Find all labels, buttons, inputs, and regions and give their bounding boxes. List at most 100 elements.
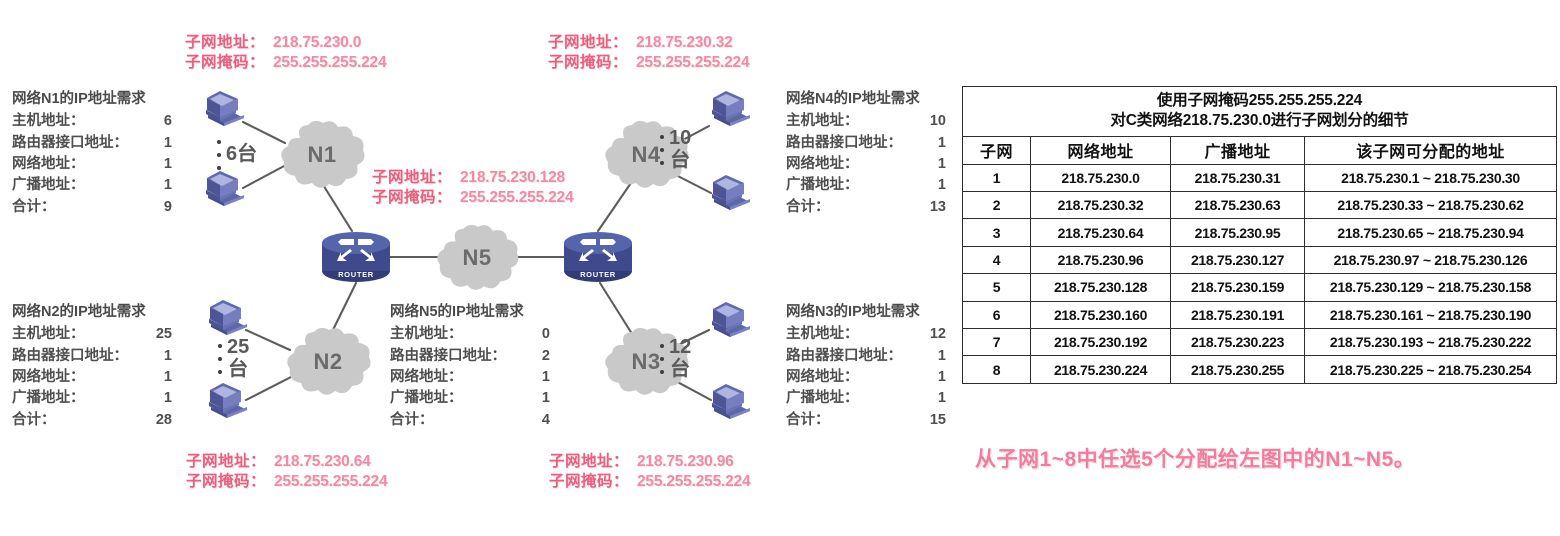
cell-subnet-id: 7 [962,327,1031,357]
computer-icon [209,300,247,335]
cell-usable-range: 218.75.230.33 ~ 218.75.230.62 [1304,191,1557,220]
cell-network-address: 218.75.230.0 [1030,163,1171,193]
computer-icon [209,383,247,418]
cloud-label-n1: N1 [307,142,337,167]
requirement-label: 主机地址： [12,326,85,343]
subnet-mask-row: 子网掩码： 255.255.255.224 [372,188,574,208]
cell-broadcast-address: 218.75.230.127 [1170,245,1305,275]
subnet-address-value: 218.75.230.128 [460,169,565,186]
host-icon-n2-top [203,297,251,344]
subnet-mask-value: 255.255.255.224 [460,189,574,207]
subnet-mask-row: 子网掩码： 255.255.255.224 [548,53,750,73]
cell-subnet-id: 2 [962,191,1031,220]
computer-icon [712,384,750,419]
requirement-row: 广播地址：1 [12,175,172,196]
subnet-address-value: 218.75.230.96 [637,453,734,470]
host-icon-n3-top [706,299,754,346]
host-count-value-n4: 10 [669,127,692,149]
requirement-label: 广播地址： [390,390,463,407]
requirements-n1: 网络N1的IP地址需求 主机地址：6 路由器接口地址：1 网络地址：1 广播地址… [12,89,172,218]
host-count-unit-n1: 台 [237,143,258,166]
requirements-title-n4: 网络N4的IP地址需求 [786,91,920,107]
table-caption-line2: 对C类网络218.75.230.0进行子网划分的细节 [1110,111,1409,129]
table-row: 6 218.75.230.160 218.75.230.191 218.75.2… [962,300,1557,330]
requirement-row: 合计：4 [390,410,550,431]
computer-icon [206,91,244,126]
table-caption-row: 使用子网掩码255.255.255.224 对C类网络218.75.230.0进… [962,86,1557,137]
requirement-row: 合计：9 [12,197,172,218]
requirement-value: 1 [937,368,946,385]
requirements-title-n3: 网络N3的IP地址需求 [786,304,920,320]
requirement-value: 1 [163,347,172,364]
subnet-mask-row: 子网掩码： 255.255.255.224 [185,53,387,73]
computer-icon [712,302,750,337]
requirement-label: 主机地址： [12,113,85,130]
requirement-row: 合计：15 [786,410,946,431]
requirements-title-n5: 网络N5的IP地址需求 [390,304,524,320]
requirement-label: 网络地址： [12,155,85,172]
requirement-label: 网络地址： [786,155,859,172]
column-header-range: 该子网可分配的地址 [1304,135,1557,165]
host-count-value-n1: 6 [226,143,238,166]
requirement-label: 网络地址： [786,368,859,385]
cell-usable-range: 218.75.230.65 ~ 218.75.230.94 [1304,218,1557,247]
cloud-n5: N5 [432,222,522,294]
cell-broadcast-address: 218.75.230.191 [1170,300,1305,330]
subnet-table-container: 使用子网掩码255.255.255.224 对C类网络218.75.230.0进… [962,86,1557,384]
requirement-value: 1 [937,390,946,407]
cloud-shape-icon [605,120,689,188]
table-caption-line1: 使用子网掩码255.255.255.224 [1156,92,1363,109]
host-icon-n4-bottom [706,172,754,219]
ellipsis-dots-icon [660,343,664,374]
subnet-address-value: 218.75.230.64 [274,453,371,470]
host-count-n2: 25 台 [218,336,249,380]
subnet-address-row: 子网地址： 218.75.230.64 [186,452,387,472]
cell-network-address: 218.75.230.160 [1030,300,1171,330]
cloud-shape-icon [605,327,689,395]
requirement-value: 1 [541,390,550,407]
requirement-label: 路由器接口地址： [390,347,506,364]
requirement-value: 28 [155,411,172,428]
requirement-value: 6 [163,113,172,130]
requirement-row: 合计：13 [786,197,946,218]
host-count-n3: 12 台 [660,336,691,380]
cloud-n3: N3 [600,325,692,399]
host-count-n4: 10 台 [660,127,692,171]
router-label: ROUTER [580,270,616,279]
requirement-row: 路由器接口地址：1 [786,133,946,154]
requirement-value: 1 [163,177,172,194]
host-icon-n4-top [706,88,754,135]
requirement-value: 1 [937,347,946,364]
cell-subnet-id: 3 [962,218,1031,247]
requirement-row: 网络地址：1 [12,154,172,175]
router-right: ROUTER [562,227,634,290]
table-row: 5 218.75.230.128 218.75.230.159 218.75.2… [962,273,1557,302]
requirement-label: 网络地址： [390,368,463,385]
subnet-mask-label: 子网掩码： [549,473,630,491]
column-header-broadcast: 广播地址 [1170,135,1305,165]
cell-subnet-id: 4 [962,245,1031,275]
host-icon-n1-top [200,88,248,135]
subnet-address-value: 218.75.230.0 [273,34,362,51]
requirement-label: 广播地址： [786,177,859,194]
subnet-address-label: 子网地址： [185,34,266,51]
subnet-callout-n3: 子网地址： 218.75.230.96 子网掩码： 255.255.255.22… [549,452,751,493]
host-icon-n1-bottom [200,168,248,215]
host-count-unit-n2: 台 [228,357,249,380]
cloud-n2: N2 [282,325,374,399]
requirement-label: 路由器接口地址： [12,347,128,364]
subnet-callout-n1: 子网地址： 218.75.230.0 子网掩码： 255.255.255.224 [185,33,387,74]
computer-icon [712,91,750,126]
requirement-row: 主机地址： 6 [12,111,172,132]
requirement-row: 主机地址：25 [12,324,172,345]
host-count-unit-n3: 台 [670,357,691,380]
cell-subnet-id: 8 [962,355,1031,384]
cloud-label-n5: N5 [462,245,492,270]
cell-network-address: 218.75.230.32 [1030,191,1171,220]
router-icon: ROUTER [564,232,632,282]
table-row: 8 218.75.230.224 218.75.230.255 218.75.2… [962,355,1557,384]
requirement-label: 合计： [390,411,434,428]
cell-usable-range: 218.75.230.161 ~ 218.75.230.190 [1304,300,1557,330]
cell-broadcast-address: 218.75.230.95 [1170,218,1305,247]
requirement-value: 1 [937,155,946,172]
